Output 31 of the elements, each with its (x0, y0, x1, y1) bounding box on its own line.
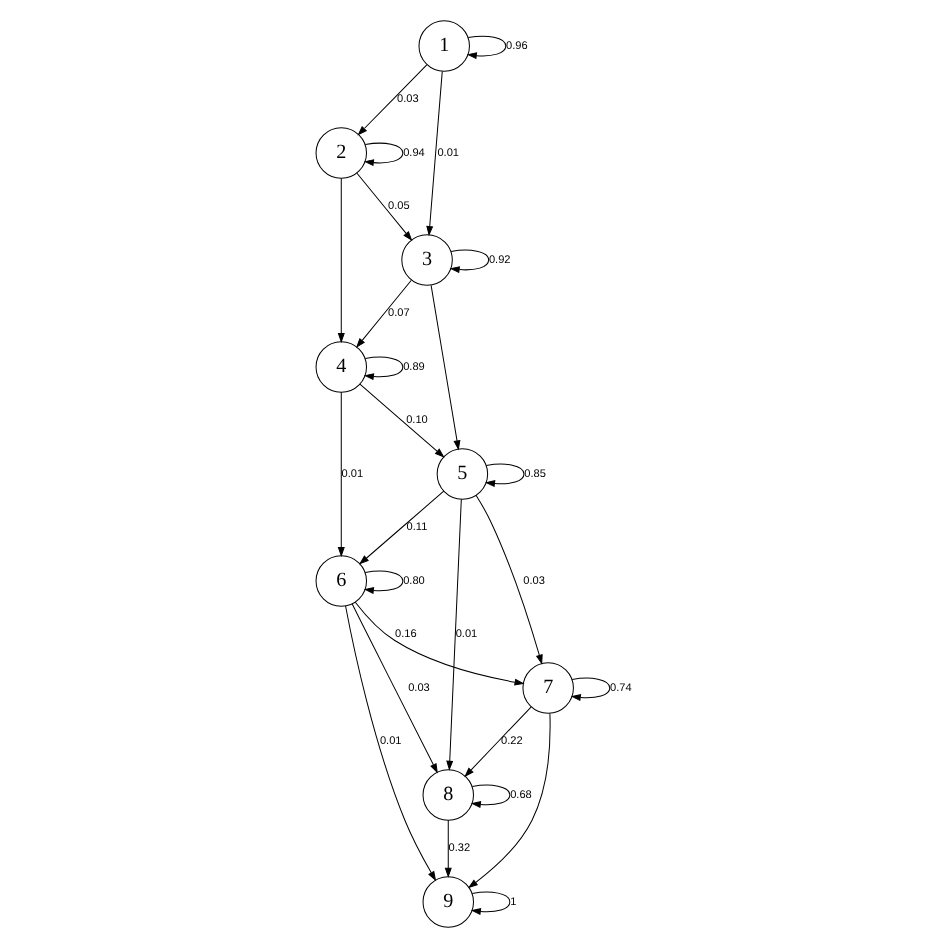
arrow (363, 570, 404, 595)
arrow (466, 35, 507, 60)
node-circle: 1 (418, 20, 470, 72)
arrow (467, 713, 551, 889)
arrow (363, 142, 404, 167)
arrow (356, 172, 413, 242)
arrow (337, 391, 345, 558)
node-circle: 3 (401, 234, 453, 286)
arrow (446, 498, 462, 771)
arrow (345, 605, 437, 882)
arrow (357, 64, 428, 136)
arrow (337, 177, 345, 344)
node-circle: 4 (315, 341, 367, 393)
arrow (470, 891, 511, 916)
arrow (355, 279, 412, 349)
arrow (444, 819, 452, 878)
arrow (430, 284, 461, 451)
node-circle: 7 (522, 662, 574, 714)
arrow (475, 494, 543, 665)
arrow (570, 677, 611, 702)
node-circle: 9 (422, 876, 474, 928)
arrow (359, 490, 445, 565)
arrow (484, 463, 525, 488)
arrow (351, 603, 438, 774)
arrow (426, 70, 443, 237)
arrow (354, 601, 525, 686)
arrow (449, 249, 490, 274)
arrow (464, 706, 532, 778)
arrow (470, 784, 511, 809)
arrow (359, 383, 445, 458)
arrow (363, 356, 404, 381)
